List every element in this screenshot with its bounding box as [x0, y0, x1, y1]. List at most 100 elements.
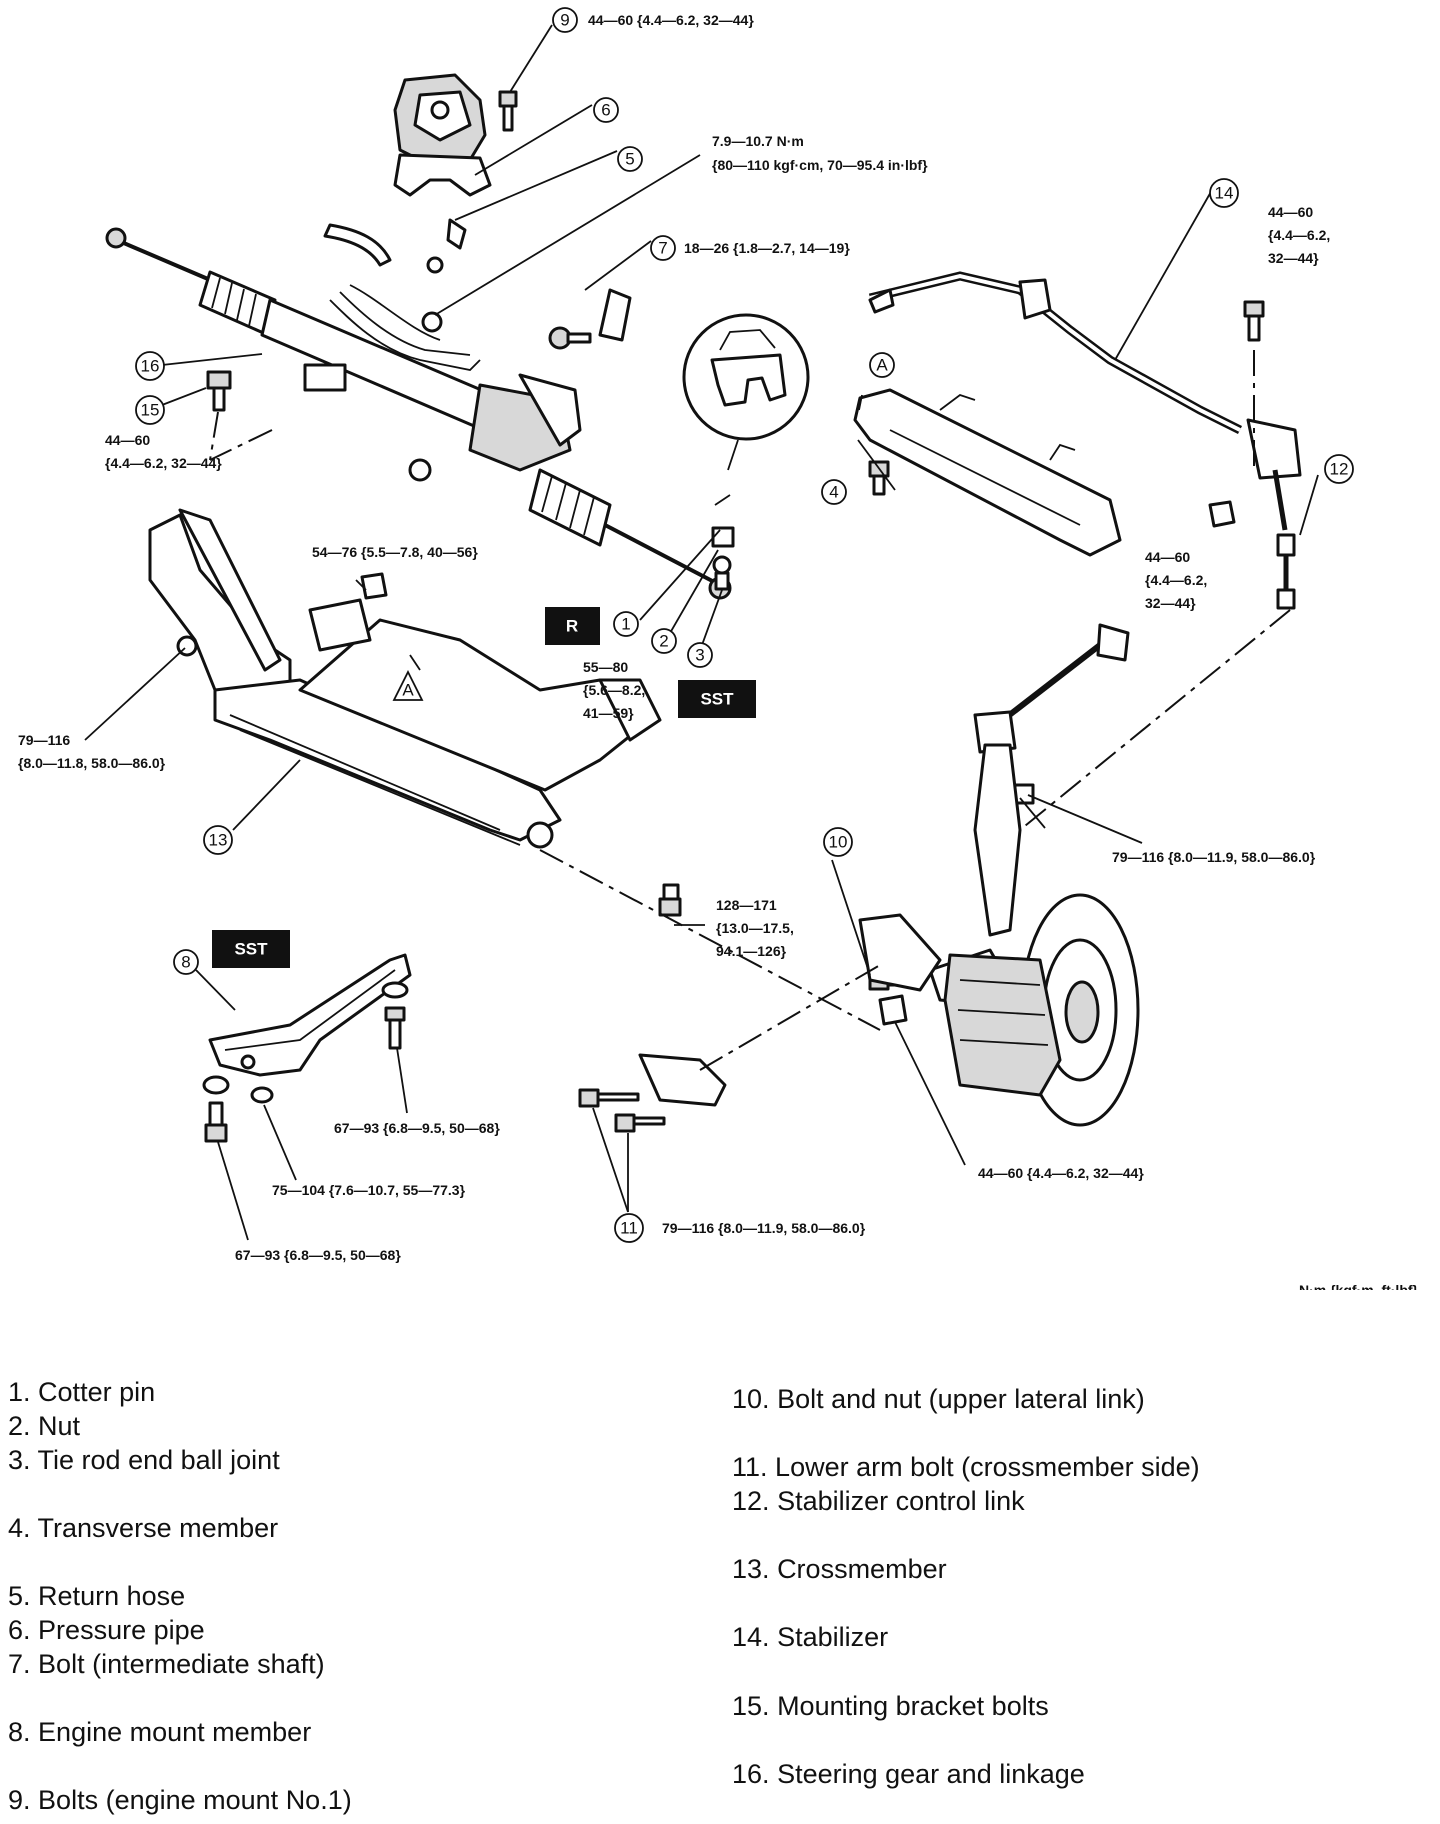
legend-number: 9.: [8, 1785, 31, 1815]
svg-text:12: 12: [1330, 460, 1349, 479]
svg-text:SST: SST: [234, 940, 268, 959]
svg-text:14: 14: [1215, 184, 1234, 203]
torque-engine-mount-bolt: 44—60 {4.4—6.2, 32—44}: [588, 12, 754, 28]
torque-bracket-line1: 44—60: [105, 432, 150, 448]
leader-lines: [84, 24, 1319, 1241]
svg-text:SST: SST: [700, 690, 734, 709]
svg-text:7: 7: [658, 239, 667, 258]
legend-number: 8.: [8, 1717, 31, 1747]
tie-rod-end-ball-joint: [712, 555, 732, 591]
callout-1: 1: [613, 611, 639, 637]
callout-2: 2: [651, 628, 677, 654]
legend-text: Tie rod end ball joint: [37, 1445, 280, 1475]
return-hose: [323, 218, 467, 267]
legend-text: Crossmember: [777, 1554, 947, 1584]
torque-bracket-line2: {4.4—6.2, 32—44}: [105, 455, 222, 471]
legend-item-9: 9. Bolts (engine mount No.1): [8, 1783, 352, 1817]
legend-item-6: 6. Pressure pipe: [8, 1613, 205, 1647]
torque-stabilizer-line3: 32—44}: [1268, 250, 1319, 266]
torque-lateral-link: 79—116 {8.0—11.9, 58.0—86.0}: [1112, 849, 1316, 865]
legend-text: Return hose: [38, 1581, 186, 1611]
legend-item-5: 5. Return hose: [8, 1579, 185, 1613]
legend-item-4: 4. Transverse member: [8, 1511, 278, 1545]
legend-number: 4.: [8, 1513, 31, 1543]
torque-tie-rod-nut-line1: 55—80: [583, 659, 628, 675]
legend-number: 15.: [732, 1691, 770, 1721]
torque-knuckle-nut: 44—60 {4.4—6.2, 32—44}: [978, 1165, 1144, 1181]
stabilizer-bar: [868, 271, 1302, 531]
callout-8: 8: [173, 949, 199, 975]
transverse-member: [853, 388, 1122, 557]
torque-crossmember-nut: 54—76 {5.5—7.8, 40—56}: [312, 544, 478, 560]
legend-text: Bolt and nut (upper lateral link): [777, 1384, 1145, 1414]
svg-text:A: A: [402, 681, 414, 700]
knuckle-nut: [878, 994, 908, 1026]
callout-15: 15: [135, 395, 165, 425]
torque-return-hose-line1: 7.9—10.7 N·m: [712, 133, 804, 149]
legend-item-3: 3. Tie rod end ball joint: [8, 1443, 280, 1477]
legend-number: 13.: [732, 1554, 770, 1584]
legend-number: 14.: [732, 1622, 770, 1652]
callout-4: 4: [821, 479, 847, 505]
exploded-view-diagram: 9 6 5 7 14 16 15 4 12 1 2 3: [18, 7, 1419, 1290]
legend-text: Pressure pipe: [38, 1615, 205, 1645]
legend-item-11: 11. Lower arm bolt (crossmember side): [732, 1450, 1200, 1484]
torque-crossmember-lower-line1: 128—171: [716, 897, 777, 913]
callout-12: 12: [1324, 454, 1354, 484]
torque-intermediate-shaft: 18—26 {1.8—2.7, 14—19}: [684, 240, 850, 256]
engine-mount-no1: [393, 73, 492, 197]
svg-text:A: A: [876, 356, 888, 375]
callout-13: 13: [203, 825, 233, 855]
torque-control-link-line1: 44—60: [1145, 549, 1190, 565]
stabilizer-bolt: [1243, 300, 1265, 342]
legend-text: Mounting bracket bolts: [777, 1691, 1049, 1721]
legend-text: Bolt (intermediate shaft): [38, 1649, 325, 1679]
legend-item-10: 10. Bolt and nut (upper lateral link): [732, 1382, 1145, 1416]
svg-text:1: 1: [621, 615, 630, 634]
stabilizer-control-link: [1276, 533, 1296, 610]
badge-r: R: [545, 607, 600, 645]
units-note: N·m {kgf·m, ft·lbf}: [1299, 1282, 1419, 1290]
callout-16: 16: [135, 351, 165, 381]
legend-number: 11.: [732, 1452, 768, 1482]
badge-sst-upper: SST: [678, 680, 756, 718]
svg-text:4: 4: [829, 483, 838, 502]
crossmember-nut: [360, 572, 388, 600]
lower-arm-bolt-assembly: [578, 1053, 727, 1133]
legend-item-13: 13. Crossmember: [732, 1552, 947, 1586]
legend-number: 12.: [732, 1486, 770, 1516]
svg-text:2: 2: [659, 632, 668, 651]
legend-number: 3.: [8, 1445, 31, 1475]
legend-text: Transverse member: [37, 1513, 279, 1543]
badge-sst-lower: SST: [212, 930, 290, 968]
callout-3: 3: [687, 642, 713, 668]
cotter-pin-detail: [682, 313, 810, 506]
torque-crossmember-left-line2: {8.0—11.8, 58.0—86.0}: [18, 755, 166, 771]
callout-9: 9: [552, 7, 578, 33]
legend-text: Engine mount member: [38, 1717, 312, 1747]
svg-text:15: 15: [141, 401, 160, 420]
torque-crossmember-left-line1: 79—116: [18, 732, 70, 748]
torque-tie-rod-nut-line3: 41—59}: [583, 705, 634, 721]
callout-14: 14: [1209, 178, 1239, 208]
crossmember-bolt-lower: [658, 883, 682, 917]
torque-crossmember-lower-line3: 94.1—126}: [716, 943, 787, 959]
alignment-lines: [209, 350, 1291, 1071]
upper-lateral-link: [973, 623, 1130, 754]
legend-text: Lower arm bolt (crossmember side): [775, 1452, 1200, 1482]
svg-text:R: R: [566, 617, 578, 636]
svg-text:3: 3: [695, 646, 704, 665]
legend-text: Steering gear and linkage: [777, 1759, 1085, 1789]
legend-number: 7.: [8, 1649, 31, 1679]
svg-text:5: 5: [625, 150, 634, 169]
torque-tie-rod-nut-line2: {5.6—8.2,: [583, 682, 645, 698]
svg-text:11: 11: [620, 1219, 638, 1238]
legend-item-14: 14. Stabilizer: [732, 1620, 888, 1654]
stabilizer-nut: [1208, 500, 1236, 528]
legend-item-1: 1. Cotter pin: [8, 1375, 155, 1409]
legend-text: Nut: [38, 1411, 81, 1441]
torque-crossmember-lower-line2: {13.0—17.5,: [716, 920, 794, 936]
legend-item-16: 16. Steering gear and linkage: [732, 1757, 1085, 1791]
torque-lower-arm-bolt: 79—116 {8.0—11.9, 58.0—86.0}: [662, 1220, 866, 1236]
legend-item-12: 12. Stabilizer control link: [732, 1484, 1025, 1518]
